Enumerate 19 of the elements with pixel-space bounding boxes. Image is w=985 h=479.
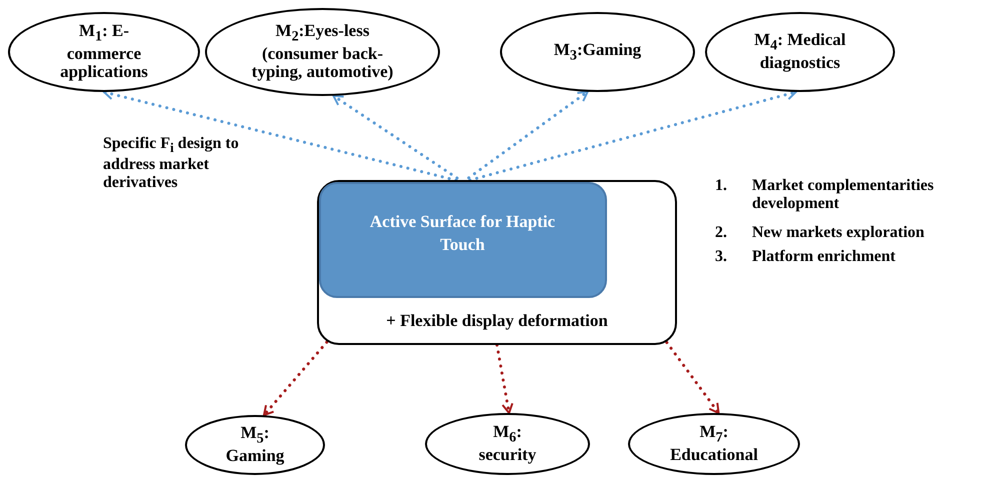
list-text: Market complementarities development (752, 177, 935, 214)
dotted-arrow (496, 344, 514, 414)
node-text: M$_{3}$:Gaming (554, 40, 642, 64)
node-text: M$_{7}$: Educational (669, 423, 759, 465)
node-text: M$_{1}$: E-commerce applications (59, 22, 149, 82)
list-text: Platform enrichment (752, 248, 897, 266)
node-text: M$_{2}$:Eyes-less (consumer back-typing, automotive) (250, 22, 394, 82)
note-text: Specific F$_{i}$ design to address market derivatives (103, 135, 240, 192)
list-text: New markets exploration (752, 224, 926, 242)
node-text: M$_{4}$: Medical diagnostics (753, 31, 847, 73)
list-text: 2. (715, 224, 728, 242)
node-text: Active Surface for Haptic Touch (368, 211, 556, 256)
node-text: M$_{6}$: security (478, 423, 538, 465)
list-text: 1. (715, 177, 728, 196)
list-text: 3. (715, 248, 728, 266)
node-text: + Flexible display deformation (386, 311, 608, 331)
surface-box (318, 182, 606, 298)
platform-frame (317, 180, 677, 345)
node-text: M$_{5}$: Gaming (226, 424, 284, 466)
